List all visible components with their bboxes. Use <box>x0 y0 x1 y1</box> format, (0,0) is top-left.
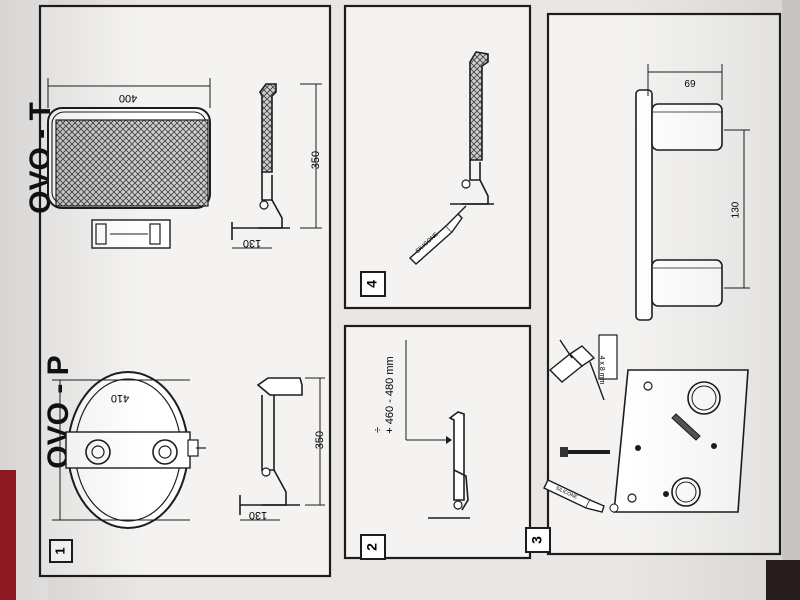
page-edge-right <box>782 0 800 600</box>
ovo-t-width-label: 400 <box>119 92 137 104</box>
panel-2-frame <box>343 324 532 560</box>
ovo-p-side-view <box>239 377 303 515</box>
panel-2-number: 2 <box>360 534 386 560</box>
ovo-t-depth-dimension: 130 <box>232 237 272 249</box>
panel-4-seat-side-view <box>450 51 494 205</box>
panel-2-height-label: + 460 - 480 mm <box>384 356 396 433</box>
ovo-p-height-label: 350 <box>314 431 326 449</box>
dim-130-label: 130 <box>731 201 742 218</box>
ovo-p-depth-dimension: 130 <box>240 509 280 521</box>
ovo-p-depth-label: 130 <box>249 509 267 521</box>
panel-3: 3 69 130 <box>525 12 782 556</box>
ovo-t-top-view <box>47 107 211 249</box>
ovo-t-depth-label: 130 <box>243 237 261 249</box>
panel-4-frame <box>343 4 532 310</box>
dim-69-label: 69 <box>684 77 696 88</box>
panel-1: 1 OVO - P 410 <box>24 4 332 578</box>
panel-4-number-text: 4 <box>364 280 380 288</box>
ovo-p-width-dimension: 410 <box>52 379 190 521</box>
ovo-p-width-label: 410 <box>111 392 129 404</box>
wall-mount-side-view <box>635 89 723 321</box>
panel-3-number: 3 <box>525 527 551 553</box>
dim-130: 130 <box>724 129 750 289</box>
ovo-t-height-label: 350 <box>310 151 322 169</box>
ovo-p-height-dimension: 350 <box>305 377 326 506</box>
panel-2-seat-side-view <box>428 411 470 519</box>
height-arrow-icon <box>405 340 452 444</box>
dark-corner <box>766 560 800 600</box>
panel-1-number-text: 1 <box>52 547 67 554</box>
panel-4: 4 SILICONE <box>343 4 532 310</box>
screw-pack: 4 x 8 mm <box>598 334 618 385</box>
screw-icon <box>560 447 610 457</box>
panel-1-number: 1 <box>49 539 73 563</box>
wall-plate <box>613 369 749 513</box>
red-cover-edge <box>0 470 16 600</box>
panel-2-number-text: 2 <box>364 543 380 551</box>
panel-2: 2 + 460 - 480 mm ÷ <box>343 324 532 560</box>
ovo-t-width-dimension: 400 <box>47 78 211 108</box>
ovo-t-side-view <box>231 83 290 240</box>
panel-3-number-text: 3 <box>529 536 545 544</box>
panel-4-number: 4 <box>360 271 386 297</box>
ovo-t-height-dimension: 350 <box>300 83 322 229</box>
ovo-p-top-view <box>65 371 206 529</box>
panel-2-range-glyph: ÷ <box>372 427 384 433</box>
screw-size-label: 4 x 8 mm <box>598 356 605 385</box>
silicone-tube-icon: SILICONE <box>408 205 467 265</box>
dim-69: 69 <box>647 64 723 100</box>
drill-icon <box>548 339 605 401</box>
